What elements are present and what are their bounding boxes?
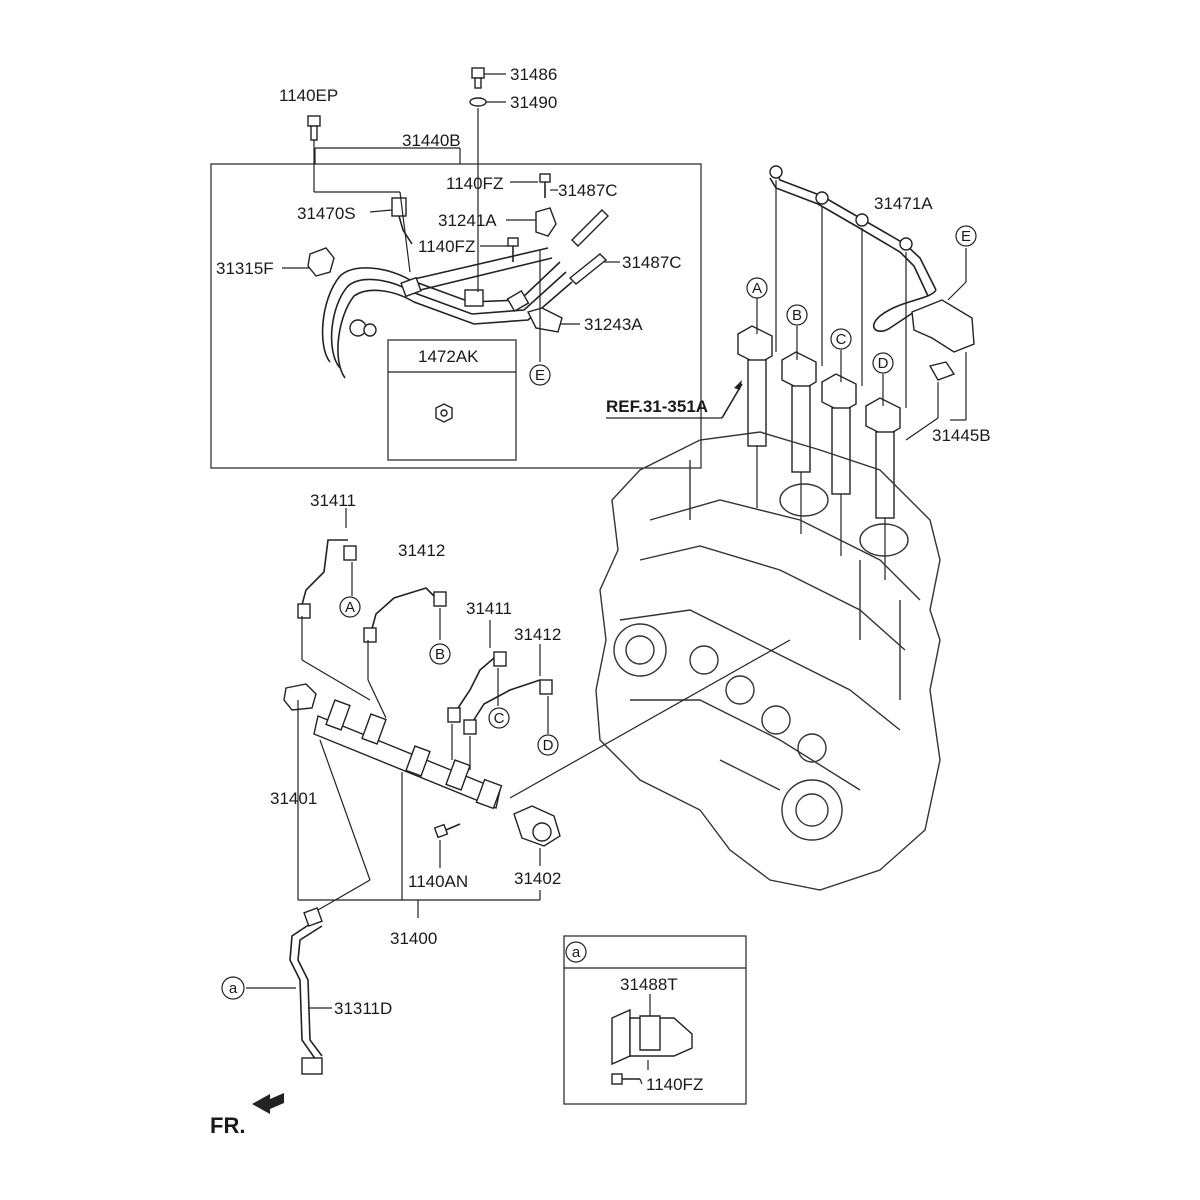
injector-d	[865, 397, 901, 580]
detail-a-box	[563, 935, 747, 1105]
svg-text:B: B	[435, 646, 445, 663]
label-31488T: 31488T	[620, 975, 678, 994]
injector-b	[781, 351, 817, 534]
label-1140AN: 1140AN	[408, 872, 468, 891]
part-labels: 1140EP 31440B 31486 31490 1140FZ 31487C …	[210, 65, 991, 1138]
engine-block-outline	[595, 431, 941, 891]
callout-C-injector: C	[830, 328, 852, 350]
label-1140FZ-upper: 1140FZ	[446, 174, 503, 193]
callout-A-pipe: A	[339, 596, 361, 618]
label-1472AK: 1472AK	[418, 347, 479, 366]
label-31241A: 31241A	[438, 211, 497, 230]
label-31311D: 31311D	[334, 999, 392, 1018]
svg-text:A: A	[752, 280, 762, 297]
label-31411-lower: 31411	[466, 599, 512, 618]
label-31411-upper: 31411	[310, 491, 356, 510]
svg-text:C: C	[836, 331, 847, 348]
callout-a-pipe: a	[221, 976, 245, 1000]
label-31315F: 31315F	[216, 259, 274, 278]
callout-B-injector: B	[786, 304, 808, 326]
svg-text:E: E	[535, 367, 545, 384]
callout-B-pipe: B	[429, 643, 451, 665]
callout-D-pipe: D	[537, 734, 559, 756]
label-ref-31-351A: REF.31-351A	[606, 397, 708, 416]
front-direction-label: FR.	[210, 1113, 245, 1138]
label-31402: 31402	[514, 869, 561, 888]
label-1140EP: 1140EP	[279, 86, 338, 105]
callout-C-pipe: C	[488, 707, 510, 729]
callout-E-leakoff: E	[955, 225, 977, 247]
injector-group	[606, 165, 975, 580]
label-1140FZ-detail: 1140FZ	[646, 1075, 703, 1094]
fuel-rail-assembly	[246, 508, 791, 1114]
label-31412-upper: 31412	[398, 541, 445, 560]
svg-text:C: C	[494, 710, 505, 727]
label-31486: 31486	[510, 65, 557, 84]
svg-text:a: a	[229, 980, 238, 997]
label-31401: 31401	[270, 789, 317, 808]
svg-text:A: A	[345, 599, 355, 616]
svg-text:D: D	[543, 737, 554, 754]
callout-a-detail: a	[565, 941, 587, 963]
label-31487C-lower: 31487C	[622, 253, 682, 272]
callout-D-injector: D	[872, 352, 894, 374]
label-31243A: 31243A	[584, 315, 643, 334]
return-hose-assembly-box	[210, 67, 702, 469]
label-31470S: 31470S	[297, 204, 356, 223]
svg-text:D: D	[878, 355, 889, 372]
svg-text:a: a	[572, 944, 581, 961]
injector-a	[737, 325, 773, 508]
svg-text:B: B	[792, 307, 802, 324]
callout-A-injector: A	[746, 277, 768, 299]
svg-text:E: E	[961, 228, 971, 245]
callout-E-hose: E	[529, 364, 551, 386]
label-31412-lower: 31412	[514, 625, 561, 644]
label-31471A: 31471A	[874, 194, 933, 213]
label-31440B: 31440B	[402, 131, 461, 150]
callouts: A B C D E E A B	[221, 225, 977, 1000]
label-1140FZ-middle: 1140FZ	[418, 237, 475, 256]
label-31487C-upper: 31487C	[558, 181, 618, 200]
label-31400: 31400	[390, 929, 437, 948]
label-31445B: 31445B	[932, 426, 991, 445]
label-31490: 31490	[510, 93, 557, 112]
injector-c	[821, 373, 857, 556]
